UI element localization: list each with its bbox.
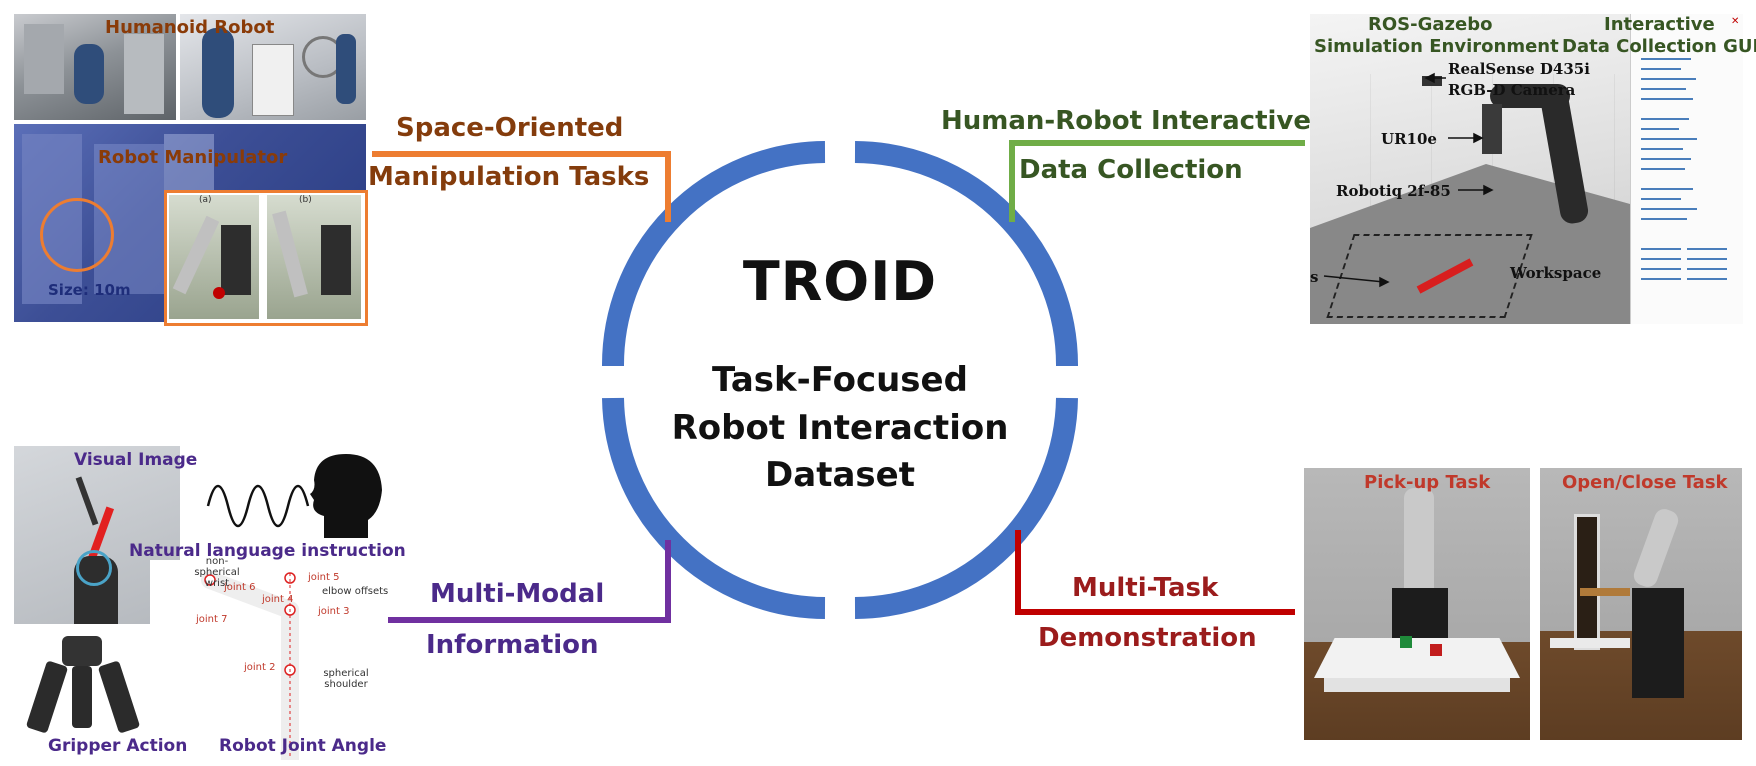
tools-label: s (1310, 268, 1319, 286)
ring-arc-bottom-right (854, 397, 1078, 619)
space-connector (372, 151, 671, 222)
pickup-task-label: Pick-up Task (1364, 472, 1491, 493)
gazebo-sim-view (1310, 14, 1630, 324)
joint-diagram (150, 560, 388, 760)
joint7-label: joint 7 (196, 614, 228, 625)
hri-annotation-arrows (1323, 72, 1494, 288)
gripper-model-label: Robotiq 2f-85 (1336, 182, 1451, 200)
dataset-title: TROID (742, 250, 938, 313)
arm-label: UR10e (1381, 130, 1437, 148)
dataset-subtitle-line2: Robot Interaction (671, 408, 1009, 448)
gui-label-2: Data Collection GUI (1562, 36, 1756, 57)
multimodal-connector (388, 540, 671, 623)
joint5-label: joint 5 (308, 572, 340, 583)
shoulder-label: spherical shoulder (323, 668, 369, 690)
elbow-offsets-label: elbow offsets (322, 586, 389, 597)
sim-label-1: ROS-Gazebo (1368, 14, 1493, 35)
branch-hri-line1: Human-Robot Interactive (941, 106, 1311, 136)
humanoid-robot-label: Humanoid Robot (105, 17, 275, 38)
door-panel (1574, 514, 1600, 650)
ring-arc-bottom-left (602, 397, 826, 619)
workspace-label: Workspace (1510, 264, 1602, 282)
camera-label-1: RealSense D435i (1448, 60, 1590, 78)
openclose-task-scene (1540, 468, 1742, 740)
green-cube (1400, 636, 1412, 648)
wrist-label: non-spherical wrist (194, 556, 240, 589)
joint3-label: joint 3 (318, 606, 350, 617)
language-illustration (198, 446, 388, 552)
head-silhouette-icon (310, 454, 382, 538)
hri-connector (1009, 140, 1305, 222)
data-collection-gui: ✕ (1630, 14, 1743, 324)
language-label: Natural language instruction (129, 541, 406, 561)
pickup-task-scene (1304, 468, 1530, 740)
joint-angle-label: Robot Joint Angle (219, 736, 387, 756)
gripper-action-label: Gripper Action (48, 736, 188, 756)
ring-arc-top-left (601, 141, 826, 367)
sub-a-label: (a) (199, 195, 212, 205)
branch-multimodal-line1: Multi-Modal (430, 579, 605, 609)
visual-image-label: Visual Image (74, 450, 198, 470)
joint6-label: joint 6 (224, 582, 256, 593)
sub-b-label: (b) (299, 195, 312, 205)
joint4-label: joint 4 (262, 594, 294, 605)
dataset-subtitle-line3: Dataset (765, 455, 915, 495)
camera-label-2: RGB-D Camera (1448, 81, 1576, 99)
multitask-connector (1015, 530, 1295, 615)
highlight-circle (40, 198, 114, 272)
branch-multitask-line1: Multi-Task (1072, 573, 1219, 603)
red-cube (1430, 644, 1442, 656)
branch-hri-line2: Data Collection (1019, 155, 1243, 185)
branch-multimodal-line2: Information (426, 630, 599, 660)
branch-space-line2: Manipulation Tasks (368, 162, 650, 192)
size-label: Size: 10m (48, 281, 131, 299)
inset-a (169, 195, 259, 319)
white-table (1314, 638, 1520, 678)
ring-arc-top-right (854, 141, 1079, 367)
branch-space-line1: Space-Oriented (396, 113, 624, 143)
dataset-subtitle-line1: Task-Focused (712, 360, 968, 400)
joint2-label: joint 2 (244, 662, 276, 673)
robot-manipulator-label: Robot Manipulator (98, 147, 288, 168)
gripper-photo (16, 636, 146, 742)
openclose-task-label: Open/Close Task (1562, 472, 1728, 493)
humanoid-photo-2 (180, 14, 366, 120)
speech-wave-icon (206, 454, 382, 538)
manipulator-inset: (a) (b) (164, 190, 368, 326)
gui-label-1: Interactive (1604, 14, 1715, 35)
humanoid-photo-1 (14, 14, 176, 120)
close-icon: ✕ (1731, 16, 1740, 27)
sim-label-2: Simulation Environment (1314, 36, 1559, 57)
branch-multitask-line2: Demonstration (1038, 623, 1257, 653)
inset-b (267, 195, 361, 319)
